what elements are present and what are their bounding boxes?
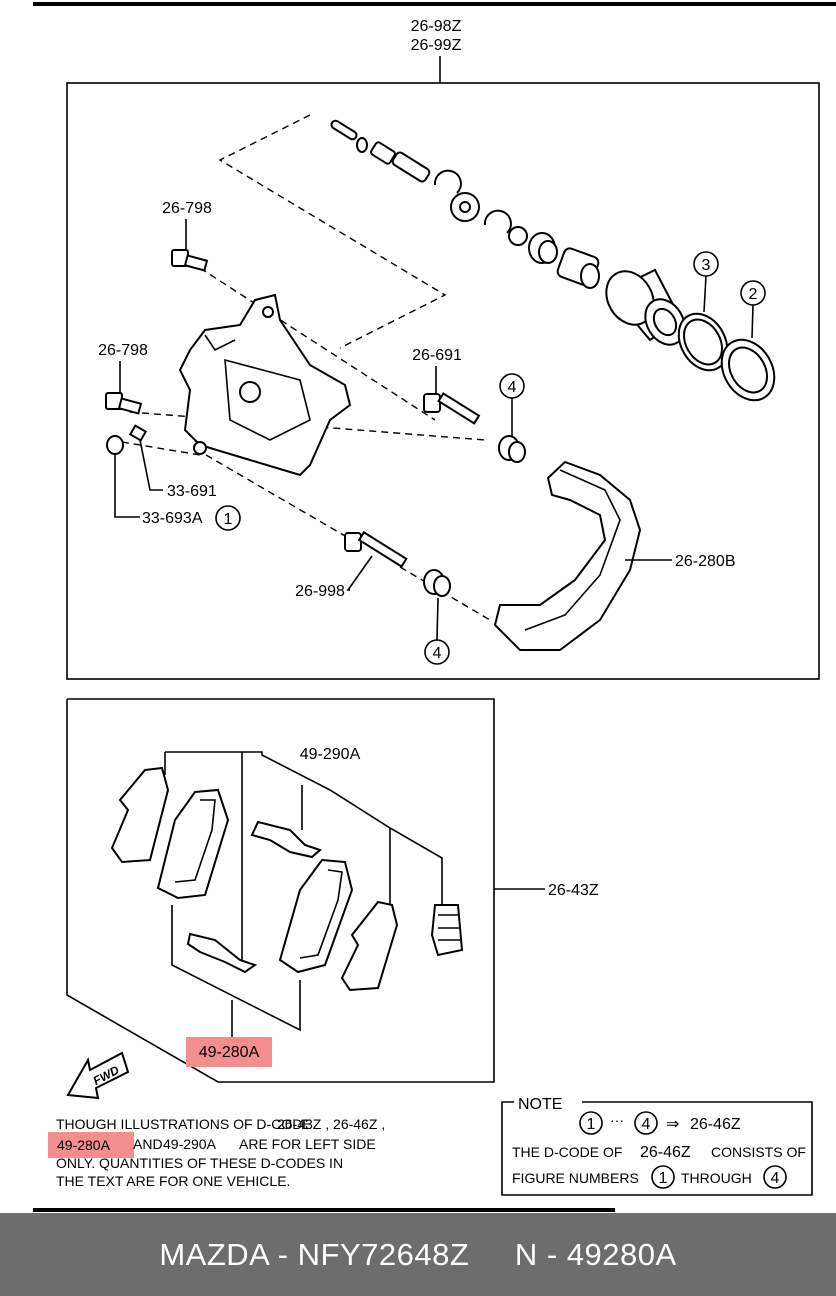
shim-outer-right — [340, 900, 399, 992]
leader-boot-lower — [436, 597, 439, 641]
highlight-footnote-pads — [48, 1132, 134, 1158]
pin-boot-lower — [423, 569, 451, 597]
callout-cap: 33-693A — [142, 510, 203, 527]
note-circle-4 — [634, 1111, 658, 1135]
callout-pin-upper: 26-691 — [412, 347, 462, 364]
footnote-line2c: ARE FOR LEFT SIDE — [239, 1136, 376, 1152]
figure-number-2 — [740, 280, 766, 306]
piston-hardware-stack — [330, 119, 600, 289]
figure-number-3-label: 3 — [702, 257, 711, 274]
brake-pad-left — [156, 788, 230, 900]
callout-top-2: 26-99Z — [411, 37, 462, 54]
note-row2c: CONSISTS OF — [711, 1144, 806, 1160]
dust-boot — [720, 304, 776, 402]
note-circle-1 — [579, 1111, 603, 1135]
bleeder-screw — [128, 424, 148, 442]
footnote-line1a: THOUGH ILLUSTRATIONS OF D-CODE — [56, 1116, 312, 1132]
piston-seal — [677, 275, 729, 372]
note-row3b: THROUGH — [681, 1170, 752, 1186]
footnote-line1b: 26-43Z , 26-46Z , — [277, 1116, 385, 1132]
assembly-dashed-outline — [109, 114, 491, 621]
pads-panel-frame — [66, 698, 495, 1083]
highlight-pads-callout — [186, 1037, 272, 1067]
shim-clip — [250, 820, 322, 859]
footer-text: MAZDA - NFY72648Z N - 49280A — [159, 1236, 677, 1272]
leader-bleeder — [139, 439, 163, 491]
note-box-frame — [501, 1101, 813, 1196]
guide-pin-lower — [344, 530, 408, 568]
footnote-line3: ONLY. QUANTITIES OF THESE D-CODES IN — [56, 1155, 343, 1171]
callout-kit: 26-43Z — [548, 882, 599, 899]
figure-number-1-label: 1 — [224, 511, 233, 528]
callout-pin-lower: 26-998 — [295, 583, 345, 600]
callout-pads: 49-280A — [199, 1044, 260, 1061]
caliper-bracket — [493, 460, 642, 651]
figure-number-3 — [693, 251, 719, 277]
figure-number-4-lower — [424, 639, 450, 665]
note-row3-from: 1 — [659, 1170, 668, 1187]
figure-number-4-lower-label: 4 — [433, 645, 442, 662]
part-number-footer: MAZDA - NFY72648Z N - 49280A — [0, 1213, 836, 1296]
callout-bolt-lower: 26-798 — [98, 342, 148, 359]
wear-clip — [186, 932, 258, 974]
bolt-lower — [105, 392, 143, 415]
bleeder-cap — [106, 435, 124, 455]
fwd-arrow-icon: FWD — [66, 1051, 130, 1100]
footnote-line2-highlight: 49-280A — [57, 1137, 111, 1153]
callout-shims: 49-290A — [300, 746, 361, 763]
note-row1-from: 1 — [587, 1116, 596, 1133]
shim-outer-left — [110, 766, 170, 864]
note-row2b: 26-46Z — [640, 1144, 691, 1161]
note-row1-to: 4 — [642, 1116, 651, 1133]
leader-cap — [114, 454, 140, 518]
figure-number-1 — [215, 505, 241, 531]
footnote-line4: THE TEXT ARE FOR ONE VEHICLE. — [56, 1173, 290, 1189]
callout-bracket: 26-280B — [675, 553, 736, 570]
note-row3a: FIGURE NUMBERS — [512, 1170, 639, 1186]
note-row3-to: 4 — [771, 1170, 780, 1187]
callout-bleeder: 33-691 — [167, 483, 217, 500]
caliper-body — [178, 293, 352, 477]
note-row3-circle-1 — [651, 1165, 675, 1189]
note-row2a: THE D-CODE OF — [512, 1144, 622, 1160]
leaders-pads — [171, 905, 301, 1038]
brake-pad-right — [278, 858, 354, 974]
note-row1-code: 26-46Z — [690, 1116, 741, 1133]
figure-number-2-label: 2 — [749, 286, 758, 303]
note-row3-circle-4 — [763, 1165, 787, 1189]
footnote-line2a: AND — [133, 1136, 163, 1152]
leader-pin-lower — [346, 555, 373, 591]
pin-boot-upper — [498, 435, 526, 463]
callout-top-1: 26-98Z — [411, 18, 462, 35]
guide-pin-upper — [423, 392, 481, 425]
piston — [605, 268, 686, 346]
note-row1-dots: ··· — [610, 1112, 624, 1128]
footnote-line2b: 49-290A — [163, 1136, 217, 1152]
figure-number-4-upper-label: 4 — [508, 379, 517, 396]
callout-bolt-upper: 26-798 — [162, 200, 212, 217]
caliper-panel-frame — [66, 82, 820, 680]
note-row1-arrow: ⇒ — [666, 1116, 679, 1133]
note-title: NOTE — [518, 1096, 562, 1113]
anti-squeal-shim — [430, 904, 464, 957]
leaders-shims — [164, 751, 443, 965]
bolt-upper — [171, 249, 209, 272]
